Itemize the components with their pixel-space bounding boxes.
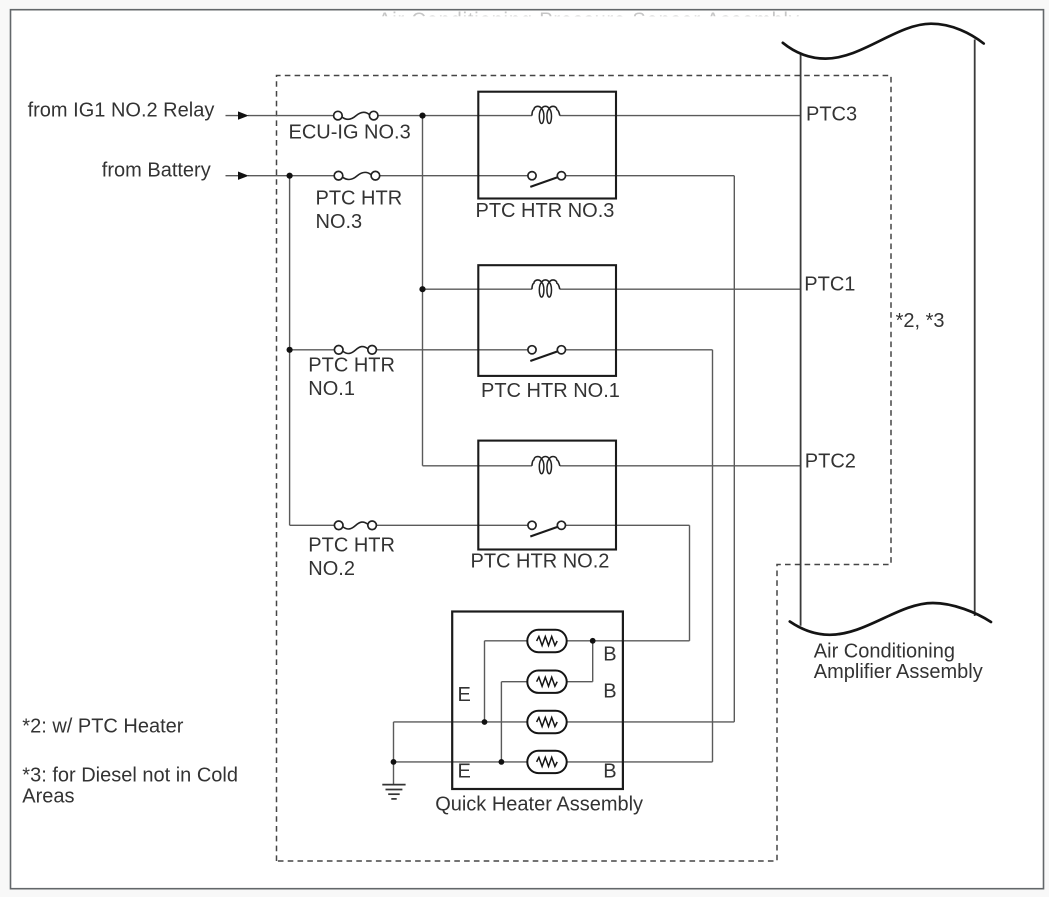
svg-text:PTC HTR: PTC HTR — [308, 355, 395, 377]
svg-text:PTC HTR: PTC HTR — [308, 535, 395, 557]
svg-text:E: E — [458, 684, 471, 706]
svg-text:from Battery: from Battery — [102, 160, 211, 182]
svg-text:PTC HTR NO.2: PTC HTR NO.2 — [471, 551, 610, 573]
svg-text:PTC HTR NO.3: PTC HTR NO.3 — [476, 200, 615, 222]
svg-text:B: B — [603, 761, 616, 783]
svg-text:PTC3: PTC3 — [806, 104, 857, 126]
svg-text:Air Conditioning Pressure Sens: Air Conditioning Pressure Sensor Assembl… — [378, 9, 800, 31]
svg-text:PTC HTR NO.1: PTC HTR NO.1 — [481, 380, 620, 402]
svg-text:from IG1 NO.2 Relay: from IG1 NO.2 Relay — [28, 100, 215, 122]
svg-text:PTC HTR: PTC HTR — [316, 187, 403, 209]
svg-text:NO.2: NO.2 — [308, 558, 355, 580]
svg-text:Amplifier Assembly: Amplifier Assembly — [814, 661, 983, 683]
svg-text:NO.3: NO.3 — [316, 211, 363, 233]
svg-text:ECU-IG NO.3: ECU-IG NO.3 — [289, 121, 411, 143]
svg-text:PTC2: PTC2 — [805, 451, 856, 473]
svg-text:B: B — [603, 681, 616, 703]
svg-text:Areas: Areas — [22, 785, 74, 807]
svg-text:NO.1: NO.1 — [308, 378, 355, 400]
svg-text:PTC1: PTC1 — [804, 274, 855, 296]
svg-text:*2: w/ PTC Heater: *2: w/ PTC Heater — [22, 715, 184, 737]
svg-text:*3: for Diesel not in Cold: *3: for Diesel not in Cold — [22, 765, 238, 787]
svg-text:E: E — [458, 761, 471, 783]
svg-text:*2, *3: *2, *3 — [896, 310, 945, 332]
svg-text:Quick Heater Assembly: Quick Heater Assembly — [435, 794, 643, 816]
svg-text:Air Conditioning: Air Conditioning — [814, 641, 955, 663]
svg-text:B: B — [603, 643, 616, 665]
